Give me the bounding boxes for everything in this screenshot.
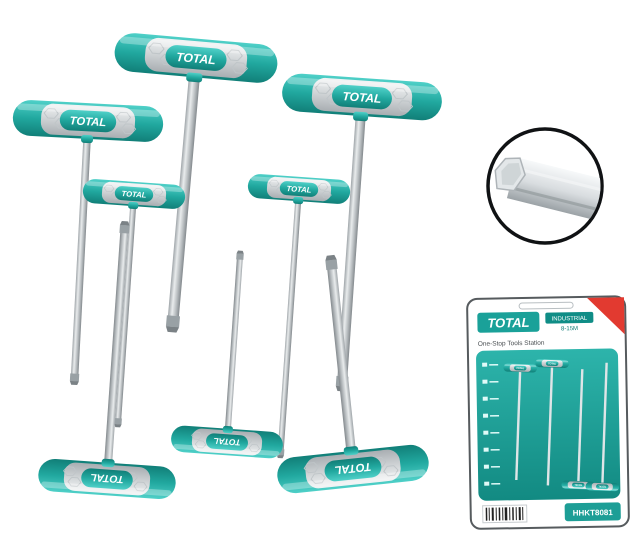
hex-wrench-2: [280, 71, 444, 392]
handle-collar: [81, 134, 94, 144]
handle-collar: [186, 72, 203, 83]
hex-tip-closeup-inset: [486, 127, 604, 245]
hex-wrench-3: [11, 98, 165, 386]
model-number: HHKT8081: [573, 508, 614, 518]
hex-tip: [114, 418, 122, 428]
packed-wrenches: [503, 358, 620, 492]
handle-collar: [128, 201, 139, 210]
series-badge-text: INDUSTRIAL: [551, 316, 587, 323]
handle-collar: [222, 425, 233, 434]
barcode: [482, 504, 528, 524]
handle-collar: [293, 196, 304, 205]
wrench-shaft: [70, 120, 92, 383]
hex-tip: [165, 315, 181, 333]
hex-wrench-8: [275, 254, 431, 496]
packaging-card: TOTAL INDUSTRIAL 8-15M One-Stop Tools St…: [466, 295, 630, 530]
wrench-shaft: [277, 188, 302, 457]
pack-panel: [476, 348, 621, 501]
wrench-set: [11, 31, 444, 501]
handle-collar: [353, 111, 369, 122]
slogan-text: One-Stop Tools Station: [478, 340, 545, 348]
brand-logo-box: [477, 311, 540, 333]
brand-logo-text: TOTAL: [487, 315, 529, 331]
hang-slot: [518, 301, 574, 310]
handle-collar: [101, 458, 115, 468]
hex-tip: [236, 250, 244, 260]
hex-tip: [324, 254, 338, 271]
hex-wrench-5: [246, 172, 352, 459]
hex-tip: [119, 220, 130, 234]
hex-wrench-6: [169, 250, 285, 460]
handle-collar: [343, 446, 359, 456]
hex-wrench-7: [36, 220, 178, 501]
model-tab: [564, 502, 621, 522]
wrench-shaft: [336, 96, 367, 389]
wrench-shaft: [114, 193, 137, 426]
wrench-shaft: [103, 223, 129, 480]
series-badge: [545, 311, 594, 324]
hex-wrench-4: [81, 177, 187, 428]
size-chart: [482, 362, 501, 486]
rod-facet-highlight: [514, 166, 601, 197]
corner-ribbon: [586, 297, 625, 335]
wrench-shaft: [326, 257, 358, 470]
hex-tip: [69, 373, 80, 386]
hex-end-chamfer: [501, 162, 522, 186]
wrench-shaft: [224, 252, 244, 443]
size-range-text: 8-15M: [561, 326, 578, 332]
